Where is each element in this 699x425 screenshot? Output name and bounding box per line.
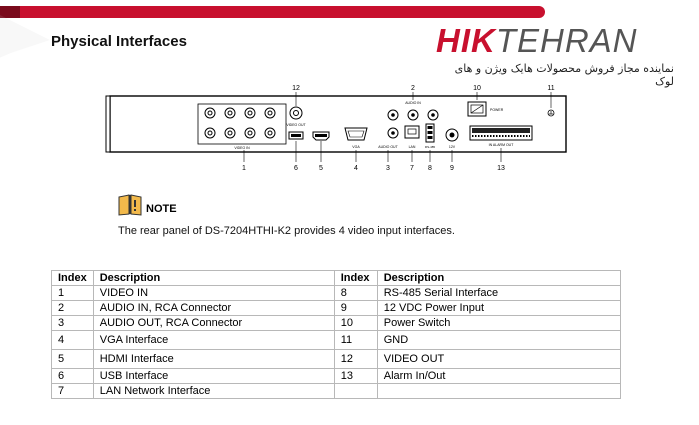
rear-panel-body xyxy=(105,95,567,153)
table-row: 4 VGA Interface 11 GND xyxy=(51,330,622,350)
header-description: Description xyxy=(92,270,335,286)
lan-panel-label: LAN xyxy=(409,145,416,149)
description-cell: LAN Network Interface xyxy=(92,383,335,399)
logo-subtitle: نماینده مجاز فروش محصولات هایک ویژن و ها… xyxy=(454,62,674,88)
rs485-terminal: RS-485 xyxy=(425,123,436,149)
table-row: 3 AUDIO OUT, RCA Connector 10 Power Swit… xyxy=(51,315,622,331)
logo-tehran: TEHRAN xyxy=(495,22,638,59)
index-cell: 7 xyxy=(51,383,94,399)
index-cell: 5 xyxy=(51,349,94,369)
power-input-panel-label: 12V xyxy=(449,145,456,149)
index-cell: 1 xyxy=(51,285,94,301)
description-cell: VIDEO OUT xyxy=(376,349,622,369)
description-cell: AUDIO IN, RCA Connector xyxy=(92,300,335,316)
callout-8: 8 xyxy=(428,165,432,172)
hdmi-port xyxy=(312,131,330,141)
index-cell: 2 xyxy=(51,300,94,316)
description-cell: HDMI Interface xyxy=(92,349,335,369)
callout-11: 11 xyxy=(547,85,554,92)
callout-numbers: 1 2 3 4 5 6 7 8 9 10 11 12 13 xyxy=(242,85,555,172)
description-cell: GND xyxy=(376,330,622,350)
index-cell: 11 xyxy=(333,330,378,350)
index-cell: 4 xyxy=(51,330,94,350)
callout-13: 13 xyxy=(497,165,505,172)
callout-1: 1 xyxy=(242,165,246,172)
description-cell: Alarm In/Out xyxy=(376,368,622,384)
callout-7: 7 xyxy=(410,165,414,172)
brand-logo: HIKTEHRAN xyxy=(436,24,638,58)
table-row: 1 VIDEO IN 8 RS-485 Serial Interface xyxy=(51,285,622,301)
note-text: The rear panel of DS-7204HTHI-K2 provide… xyxy=(118,225,455,237)
table-row: 5 HDMI Interface 12 VIDEO OUT xyxy=(51,349,622,369)
table-header-row: Index Description Index Description xyxy=(51,270,622,286)
note-label: NOTE xyxy=(146,203,177,215)
description-cell: AUDIO OUT, RCA Connector xyxy=(92,315,335,331)
description-cell: 12 VDC Power Input xyxy=(376,300,622,316)
callout-5: 5 xyxy=(319,165,323,172)
logo-hik: HIK xyxy=(436,22,496,59)
power-panel-label: POWER xyxy=(490,108,504,112)
watermark-graphic xyxy=(0,15,50,58)
audio-out-connector: AUDIO OUT xyxy=(378,127,399,149)
audio-in-panel-label: AUDIO IN xyxy=(405,101,421,105)
usb-port xyxy=(288,131,304,140)
index-cell: 3 xyxy=(51,315,94,331)
table-row: 6 USB Interface 13 Alarm In/Out xyxy=(51,368,622,384)
callout-10: 10 xyxy=(473,85,481,92)
video-out-connector: VIDEO OUT xyxy=(286,106,306,127)
description-cell: USB Interface xyxy=(92,368,335,384)
index-cell: 10 xyxy=(333,315,378,331)
callout-9: 9 xyxy=(450,165,454,172)
table-row: 7 LAN Network Interface xyxy=(51,383,622,399)
alarm-panel-label: IN ALARM OUT xyxy=(489,143,515,147)
callout-12: 12 xyxy=(292,85,300,92)
header-description: Description xyxy=(376,270,622,286)
vga-panel-label: VGA xyxy=(352,145,360,149)
description-cell: VGA Interface xyxy=(92,330,335,350)
header-accent-cap xyxy=(0,6,20,18)
lan-port: LAN xyxy=(404,125,420,149)
table-row: 2 AUDIO IN, RCA Connector 9 12 VDC Power… xyxy=(51,300,622,316)
audio-out-panel-label: AUDIO OUT xyxy=(378,145,398,149)
vga-port: VGA xyxy=(344,127,368,149)
index-cell: 9 xyxy=(333,300,378,316)
header-accent-bar xyxy=(0,6,545,18)
description-cell: RS-485 Serial Interface xyxy=(376,285,622,301)
header-index: Index xyxy=(51,270,94,286)
video-in-panel-label: VIDEO IN xyxy=(234,146,250,150)
power-switch: POWER xyxy=(467,101,504,117)
video-in-connectors: VIDEO IN xyxy=(197,103,287,150)
description-cell: VIDEO IN xyxy=(92,285,335,301)
rs485-panel-label: RS-485 xyxy=(425,145,436,149)
rear-panel-diagram: VIDEO IN VIDEO OUT VGA AUDIO IN AUDIO OU… xyxy=(105,85,567,172)
description-cell: Power Switch xyxy=(376,315,622,331)
callout-3: 3 xyxy=(386,165,390,172)
index-cell: 12 xyxy=(333,349,378,369)
callout-4: 4 xyxy=(354,165,358,172)
callout-2: 2 xyxy=(411,85,415,92)
section-title: Physical Interfaces xyxy=(51,33,187,50)
index-cell: 13 xyxy=(333,368,378,384)
interfaces-table: Index Description Index Description 1 VI… xyxy=(51,270,622,399)
video-out-panel-label: VIDEO OUT xyxy=(286,123,306,127)
description-cell xyxy=(376,383,622,399)
index-cell xyxy=(333,383,378,399)
callout-6: 6 xyxy=(294,165,298,172)
audio-in-connectors: AUDIO IN xyxy=(387,101,439,121)
note-icon xyxy=(118,194,142,216)
gnd-terminal xyxy=(547,109,555,117)
header-index: Index xyxy=(333,270,378,286)
callout-lines xyxy=(243,92,552,162)
index-cell: 6 xyxy=(51,368,94,384)
power-input-connector: 12V xyxy=(445,128,459,149)
index-cell: 8 xyxy=(333,285,378,301)
alarm-terminal-block: IN ALARM OUT xyxy=(469,125,533,147)
